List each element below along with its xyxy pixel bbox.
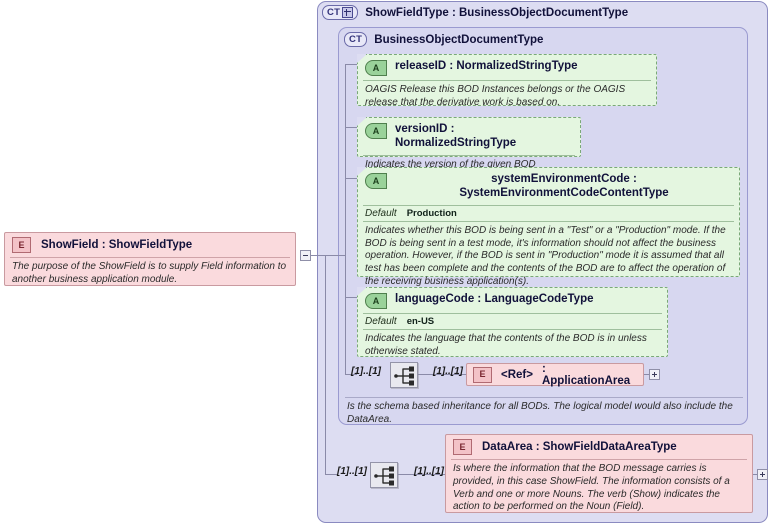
attribute-trunk-line	[345, 64, 346, 374]
attribute-default-row-languagecode: Default en-US	[358, 314, 667, 329]
inner-annotation-divider	[345, 397, 743, 398]
expand-plus-toggle-dataarea[interactable]	[757, 469, 768, 480]
attribute-name-languagecode: languageCode : LanguageCodeType	[395, 293, 594, 305]
attribute-header-releaseid: A releaseID : NormalizedStringType	[358, 55, 656, 80]
attribute-stub-line-4	[345, 297, 357, 298]
divider	[363, 329, 662, 330]
element-box-dataarea[interactable]: E DataArea : ShowFieldDataAreaType Is wh…	[445, 434, 753, 513]
attribute-name-releaseid: releaseID : NormalizedStringType	[395, 60, 578, 72]
element-box-applicationarea-ref[interactable]: E <Ref> : ApplicationArea	[466, 362, 644, 387]
attribute-badge-icon: A	[365, 173, 387, 189]
attribute-box-releaseid[interactable]: A releaseID : NormalizedStringType OAGIS…	[357, 54, 657, 108]
divider	[363, 154, 575, 156]
attribute-header-versionid: A versionID : NormalizedStringType	[358, 118, 580, 155]
dataarea-to-expand-line	[753, 474, 758, 475]
element-doc-dataarea: Is where the information that the BOD me…	[453, 463, 730, 513]
outer-trunk-to-sequence-line	[325, 474, 337, 475]
complextype-outer-header[interactable]: CT ShowFieldType : BusinessObjectDocumen…	[322, 5, 628, 20]
complextype-inner-badge-icon: CT	[344, 32, 368, 47]
element-header-showfield: E ShowField : ShowFieldType	[5, 233, 295, 257]
expand-plus-icon[interactable]	[342, 7, 354, 18]
attribute-badge-icon: A	[365, 60, 387, 76]
ref-label: <Ref>	[501, 368, 533, 381]
element-name-applicationarea: : ApplicationArea	[541, 362, 631, 387]
sequence-compositor-icon[interactable]	[390, 362, 418, 388]
complextype-outer-title: ShowFieldType : BusinessObjectDocumentTy…	[365, 6, 629, 19]
attribute-header-systemenvironmentcode: A systemEnvironmentCode : SystemEnvironm…	[358, 168, 739, 205]
cardinality-inner-sequence-right: [1]..[1]	[433, 366, 463, 377]
divider	[451, 459, 747, 460]
badge-ct-label: CT	[327, 6, 341, 18]
element-badge-icon: E	[12, 237, 31, 253]
element-name-showfield: ShowField : ShowFieldType	[41, 239, 193, 251]
attribute-doc-systemenvironmentcode: Indicates whether this BOD is being sent…	[365, 224, 726, 287]
root-to-trunk-line	[307, 255, 345, 256]
outer-trunk-line	[325, 255, 326, 474]
element-doc-showfield: The purpose of the ShowField is to suppl…	[12, 261, 287, 285]
element-badge-icon: E	[453, 439, 472, 455]
cardinality-inner-sequence-left: [1]..[1]	[351, 366, 381, 377]
divider	[363, 313, 662, 314]
default-label: Default	[365, 207, 397, 219]
default-value: en-US	[406, 316, 435, 327]
collapse-minus-toggle-showfield[interactable]	[300, 250, 311, 261]
outer-sequence-to-dataarea-line	[398, 474, 445, 475]
default-label: Default	[365, 316, 397, 327]
inner-annotation-text: Is the schema based inheritance for all …	[347, 401, 733, 425]
attribute-badge-icon: A	[365, 293, 387, 309]
attribute-header-languagecode: A languageCode : LanguageCodeType	[358, 288, 667, 313]
attribute-stub-line-3	[345, 178, 357, 179]
divider	[363, 204, 734, 206]
sequence-compositor-icon-outer[interactable]	[370, 462, 398, 488]
attribute-doc-releaseid: OAGIS Release this BOD Instances belongs…	[365, 84, 626, 108]
trunk-to-sequence-line	[345, 374, 357, 375]
attribute-default-row-systemenvironmentcode: Default Production	[358, 206, 739, 221]
attribute-box-versionid[interactable]: A versionID : NormalizedStringType Indic…	[357, 117, 581, 183]
element-box-showfield[interactable]: E ShowField : ShowFieldType The purpose …	[4, 232, 296, 286]
sequence-to-ref-line	[418, 374, 466, 375]
complextype-badge-icon: CT	[322, 5, 359, 20]
complextype-inner-title: BusinessObjectDocumentType	[374, 33, 544, 46]
attribute-box-languagecode[interactable]: A languageCode : LanguageCodeType Defaul…	[357, 287, 668, 357]
attribute-name-systemenvironmentcode: systemEnvironmentCode : SystemEnvironmen…	[459, 173, 669, 200]
element-badge-icon: E	[473, 366, 492, 383]
attribute-name-versionid: versionID : NormalizedStringType	[395, 123, 517, 150]
sequence-glyph	[394, 366, 414, 386]
sequence-glyph	[374, 466, 394, 486]
complextype-inner-header[interactable]: CT BusinessObjectDocumentType	[344, 32, 543, 47]
attribute-stub-line-2	[345, 127, 357, 128]
divider	[363, 220, 734, 222]
element-header-dataarea: E DataArea : ShowFieldDataAreaType	[446, 435, 752, 459]
attribute-doc-languagecode: Indicates the language that the contents…	[365, 333, 647, 357]
attribute-box-systemenvironmentcode[interactable]: A systemEnvironmentCode : SystemEnvironm…	[357, 167, 740, 287]
element-name-dataarea: DataArea : ShowFieldDataAreaType	[482, 441, 677, 453]
cardinality-outer-sequence-right: [1]..[1]	[414, 466, 444, 477]
divider	[363, 80, 651, 81]
default-value: Production	[406, 207, 457, 219]
divider	[10, 257, 290, 258]
expand-plus-toggle-applicationarea[interactable]	[649, 369, 660, 380]
cardinality-outer-sequence-left: [1]..[1]	[337, 466, 367, 477]
badge-ct-inner-label: CT	[349, 33, 363, 45]
ref-to-expand-line	[644, 374, 650, 375]
attribute-badge-icon: A	[365, 123, 387, 139]
attribute-stub-line-1	[345, 64, 357, 65]
